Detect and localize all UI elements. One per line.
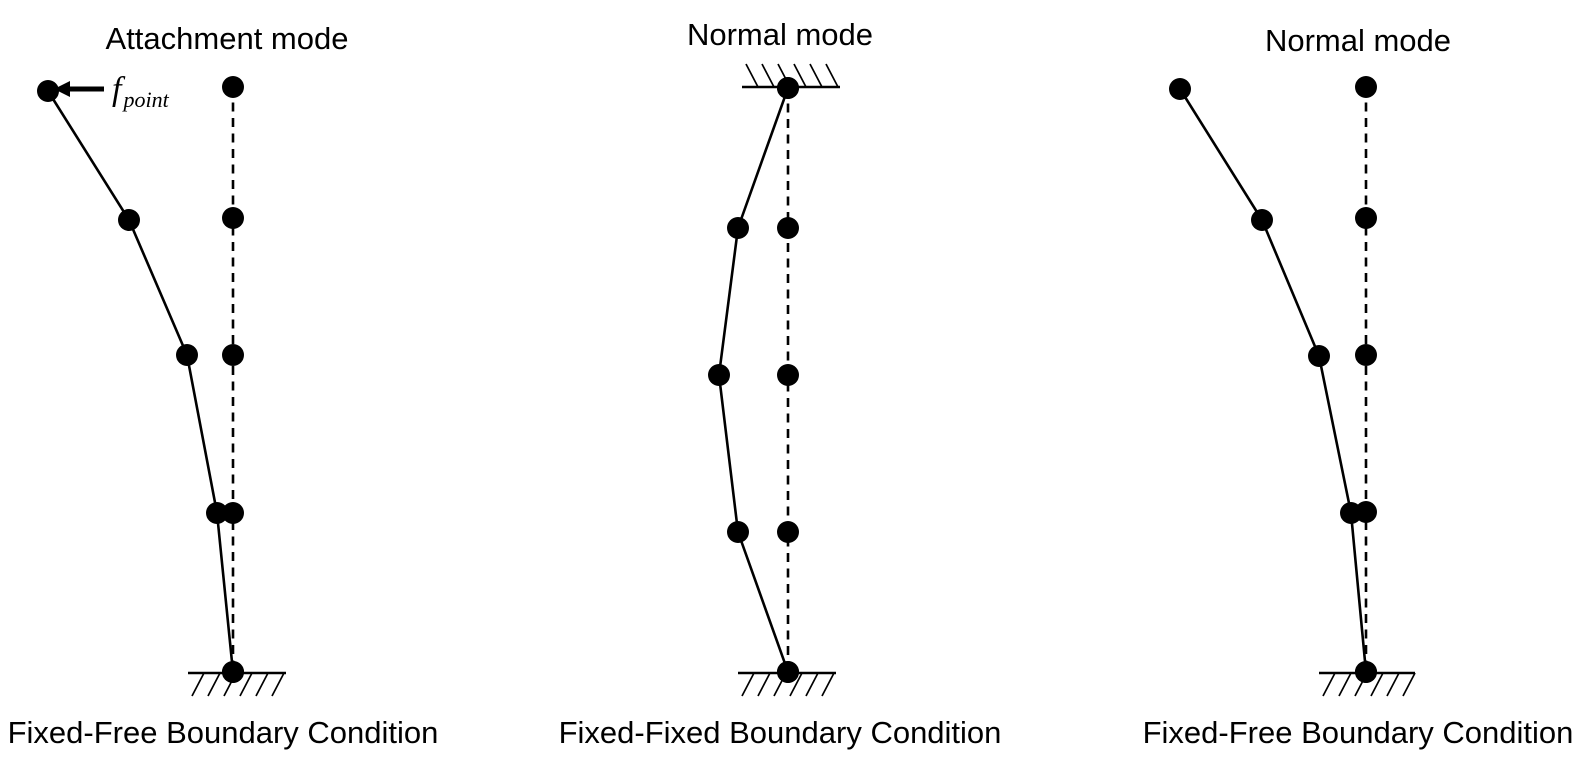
reference-node-dot — [222, 207, 244, 229]
reference-node-dot — [222, 502, 244, 524]
ground-hatch-line — [761, 63, 775, 88]
reference-node-dot — [222, 76, 244, 98]
deflected-shape-line — [46, 90, 235, 673]
panel-title: Normal mode — [687, 17, 873, 52]
deflected-node-dot — [1308, 345, 1330, 367]
deflected-shape-line — [717, 87, 790, 673]
panel-normal-fixed-free: Normal mode Fixed-Free Boundary Conditio… — [1143, 23, 1574, 750]
point-force-label: fpoint — [112, 71, 170, 112]
reference-node-dot — [777, 217, 799, 239]
panel-title: Attachment mode — [106, 21, 349, 56]
ground-hatch-line — [825, 63, 839, 88]
ground-hatch-line — [255, 672, 269, 697]
ground-hatch-line — [809, 63, 823, 88]
ground-hatch-line — [821, 672, 835, 697]
ground-hatch-line — [191, 672, 205, 697]
fixed-support-bottom — [1319, 671, 1416, 697]
deflected-node-dot — [708, 364, 730, 386]
ground-hatch-line — [239, 672, 253, 697]
ground-hatch-line — [805, 672, 819, 697]
normal-mode-fixed-free-drawing — [1169, 76, 1416, 697]
reference-node-dot — [777, 364, 799, 386]
ground-hatch-line — [1370, 672, 1384, 697]
fixed-support-bottom — [738, 671, 836, 697]
deflected-node-dot — [1340, 502, 1362, 524]
ground-hatch-line — [789, 672, 803, 697]
boundary-condition-caption: Fixed-Free Boundary Condition — [8, 715, 439, 750]
ground-hatch-line — [1322, 672, 1336, 697]
arrow-head — [54, 81, 70, 97]
ground-hatch-line — [741, 672, 755, 697]
deflected-node-dot — [1251, 209, 1273, 231]
reference-node-dot — [1355, 207, 1377, 229]
deflected-shape-line — [1178, 88, 1368, 673]
reference-node-dot — [222, 344, 244, 366]
reference-node-dot — [1355, 344, 1377, 366]
panel-normal-fixed-fixed: Normal mode Fixed-Fixed Boundary Conditi… — [559, 17, 1002, 750]
ground-hatch-line — [1386, 672, 1400, 697]
ground-hatch-line — [207, 672, 221, 697]
ground-hatch-line — [793, 63, 807, 88]
deflected-node-dot — [118, 209, 140, 231]
panel-title: Normal mode — [1265, 23, 1451, 58]
ground-hatch-line — [745, 63, 759, 88]
ground-hatch-line — [1338, 672, 1352, 697]
deflected-node-dot — [727, 521, 749, 543]
ground-hatch-line — [223, 672, 237, 697]
ground-hatch-line — [777, 63, 791, 88]
boundary-condition-caption: Fixed-Fixed Boundary Condition — [559, 715, 1002, 750]
deflected-node-dot — [727, 217, 749, 239]
deflected-node-dot — [206, 502, 228, 524]
reference-node-dot — [777, 521, 799, 543]
deflected-node-dot — [37, 80, 59, 102]
attachment-mode-drawing — [37, 76, 286, 697]
fixed-support-bottom — [188, 671, 286, 697]
fixed-support-top — [742, 63, 840, 89]
ground-hatch-line — [773, 672, 787, 697]
ground-hatch-line — [1402, 672, 1416, 697]
boundary-condition-caption: Fixed-Free Boundary Condition — [1143, 715, 1574, 750]
ground-hatch-line — [271, 672, 285, 697]
ground-hatch-line — [757, 672, 771, 697]
reference-node-dot — [1355, 76, 1377, 98]
normal-mode-fixed-fixed-drawing — [708, 63, 840, 697]
force-subscript: point — [121, 87, 169, 112]
deflected-node-dot — [1169, 78, 1191, 100]
panel-attachment-fixed-free: Attachment mode fpoint Fixed-Free Bounda… — [8, 21, 439, 750]
point-force-arrow — [54, 81, 104, 97]
deflected-node-dot — [176, 344, 198, 366]
ground-hatch-line — [1354, 672, 1368, 697]
